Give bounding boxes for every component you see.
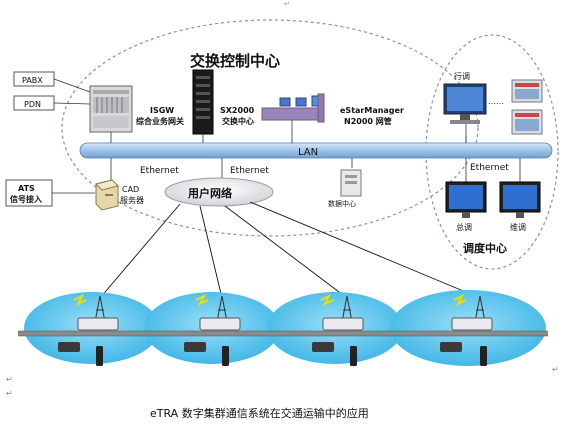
- pabx-link: [53, 78, 91, 93]
- base-station-1: [58, 293, 119, 366]
- ats-title: ATS: [18, 184, 35, 193]
- lan-bus: [79, 142, 553, 159]
- handheld-radio-icon: [350, 346, 357, 366]
- dispatch-center-title: 调度中心: [463, 241, 507, 255]
- dispatch-center-boundary: [425, 34, 559, 270]
- link-bs1: [99, 203, 181, 299]
- cad-title: CAD: [122, 185, 139, 194]
- handheld-radio-icon: [96, 346, 103, 366]
- handheld-radio-icon: [222, 346, 229, 366]
- ethernet-label-dispatch: Ethernet: [470, 163, 509, 173]
- user-network-label: 用户网络: [188, 186, 232, 200]
- signal-bolt-icon: [320, 293, 334, 307]
- paragraph-mark: ↵: [6, 375, 13, 384]
- weidiao-monitor-icon: [499, 181, 541, 218]
- ethernet-label-cad: Ethernet: [140, 166, 179, 176]
- link-bs2: [199, 205, 223, 299]
- ats-subtitle: 信号接入: [10, 194, 42, 204]
- signal-bolt-icon: [453, 293, 467, 307]
- paragraph-mark: ↵: [552, 365, 559, 374]
- train-icon: [322, 317, 364, 331]
- sx2000-subtitle: 交换中心: [222, 116, 254, 126]
- user-network-cloud: [164, 177, 274, 207]
- base-station-4: [440, 293, 493, 366]
- isgw-title: ISGW: [150, 106, 174, 115]
- display-panel-top-icon: [511, 79, 543, 103]
- paragraph-mark: ↵: [284, 0, 290, 8]
- onboard-radio-icon: [184, 342, 206, 352]
- isgw-subtitle: 综合业务网关: [136, 116, 184, 126]
- ethernet-label-user-network: Ethernet: [230, 166, 269, 176]
- base-station-2: [184, 293, 241, 366]
- control-center-title: 交换控制中心: [190, 52, 280, 70]
- ats-box: ATS 信号接入: [5, 179, 53, 207]
- link-bs4: [249, 201, 481, 299]
- estarmanager-workstation-icon: [261, 93, 325, 123]
- train-icon: [77, 317, 119, 331]
- pdn-link: [53, 102, 91, 105]
- base-station-3: [312, 293, 364, 366]
- pabx-label: PABX: [22, 76, 43, 85]
- pabx-box: PABX: [13, 71, 55, 87]
- onboard-radio-icon: [58, 342, 80, 352]
- link-bs3: [224, 205, 348, 299]
- pdn-label: PDN: [24, 100, 41, 109]
- estarmanager-subtitle: N2000 网管: [344, 116, 392, 126]
- signal-bolt-icon: [195, 293, 209, 307]
- signal-bolt-icon: [73, 293, 87, 307]
- train-icon: [199, 317, 241, 331]
- lan-label: LAN: [298, 147, 318, 158]
- sx2000-switch-icon: [192, 69, 214, 135]
- cad-subtitle: 服务器: [120, 195, 144, 205]
- zongdiao-label: 总调: [456, 222, 472, 232]
- diagram-caption: eTRA 数字集群通信系统在交通运输中的应用: [150, 406, 369, 420]
- handheld-radio-icon: [480, 346, 487, 366]
- more-dots: ……: [488, 97, 504, 106]
- xingdiao-workstation-icon: [443, 83, 487, 124]
- train-icon: [451, 317, 493, 331]
- weidiao-label: 维调: [510, 222, 526, 232]
- xingdiao-label: 行调: [454, 71, 470, 81]
- pdn-box: PDN: [13, 95, 55, 111]
- data-center-icon: [340, 169, 362, 197]
- onboard-radio-icon: [312, 342, 334, 352]
- isgw-rack-icon: [89, 85, 133, 133]
- onboard-radio-icon: [440, 342, 462, 352]
- sx2000-title: SX2000: [220, 106, 255, 115]
- estarmanager-title: eStarManager: [340, 106, 404, 115]
- zongdiao-monitor-icon: [445, 181, 487, 218]
- display-panel-bottom-icon: [511, 109, 543, 135]
- rail-track: [18, 331, 548, 336]
- cad-server-icon: [95, 179, 119, 211]
- paragraph-mark: ↵: [6, 389, 13, 398]
- data-center-label: 数据中心: [328, 199, 356, 208]
- control-center-boundary: [61, 19, 479, 237]
